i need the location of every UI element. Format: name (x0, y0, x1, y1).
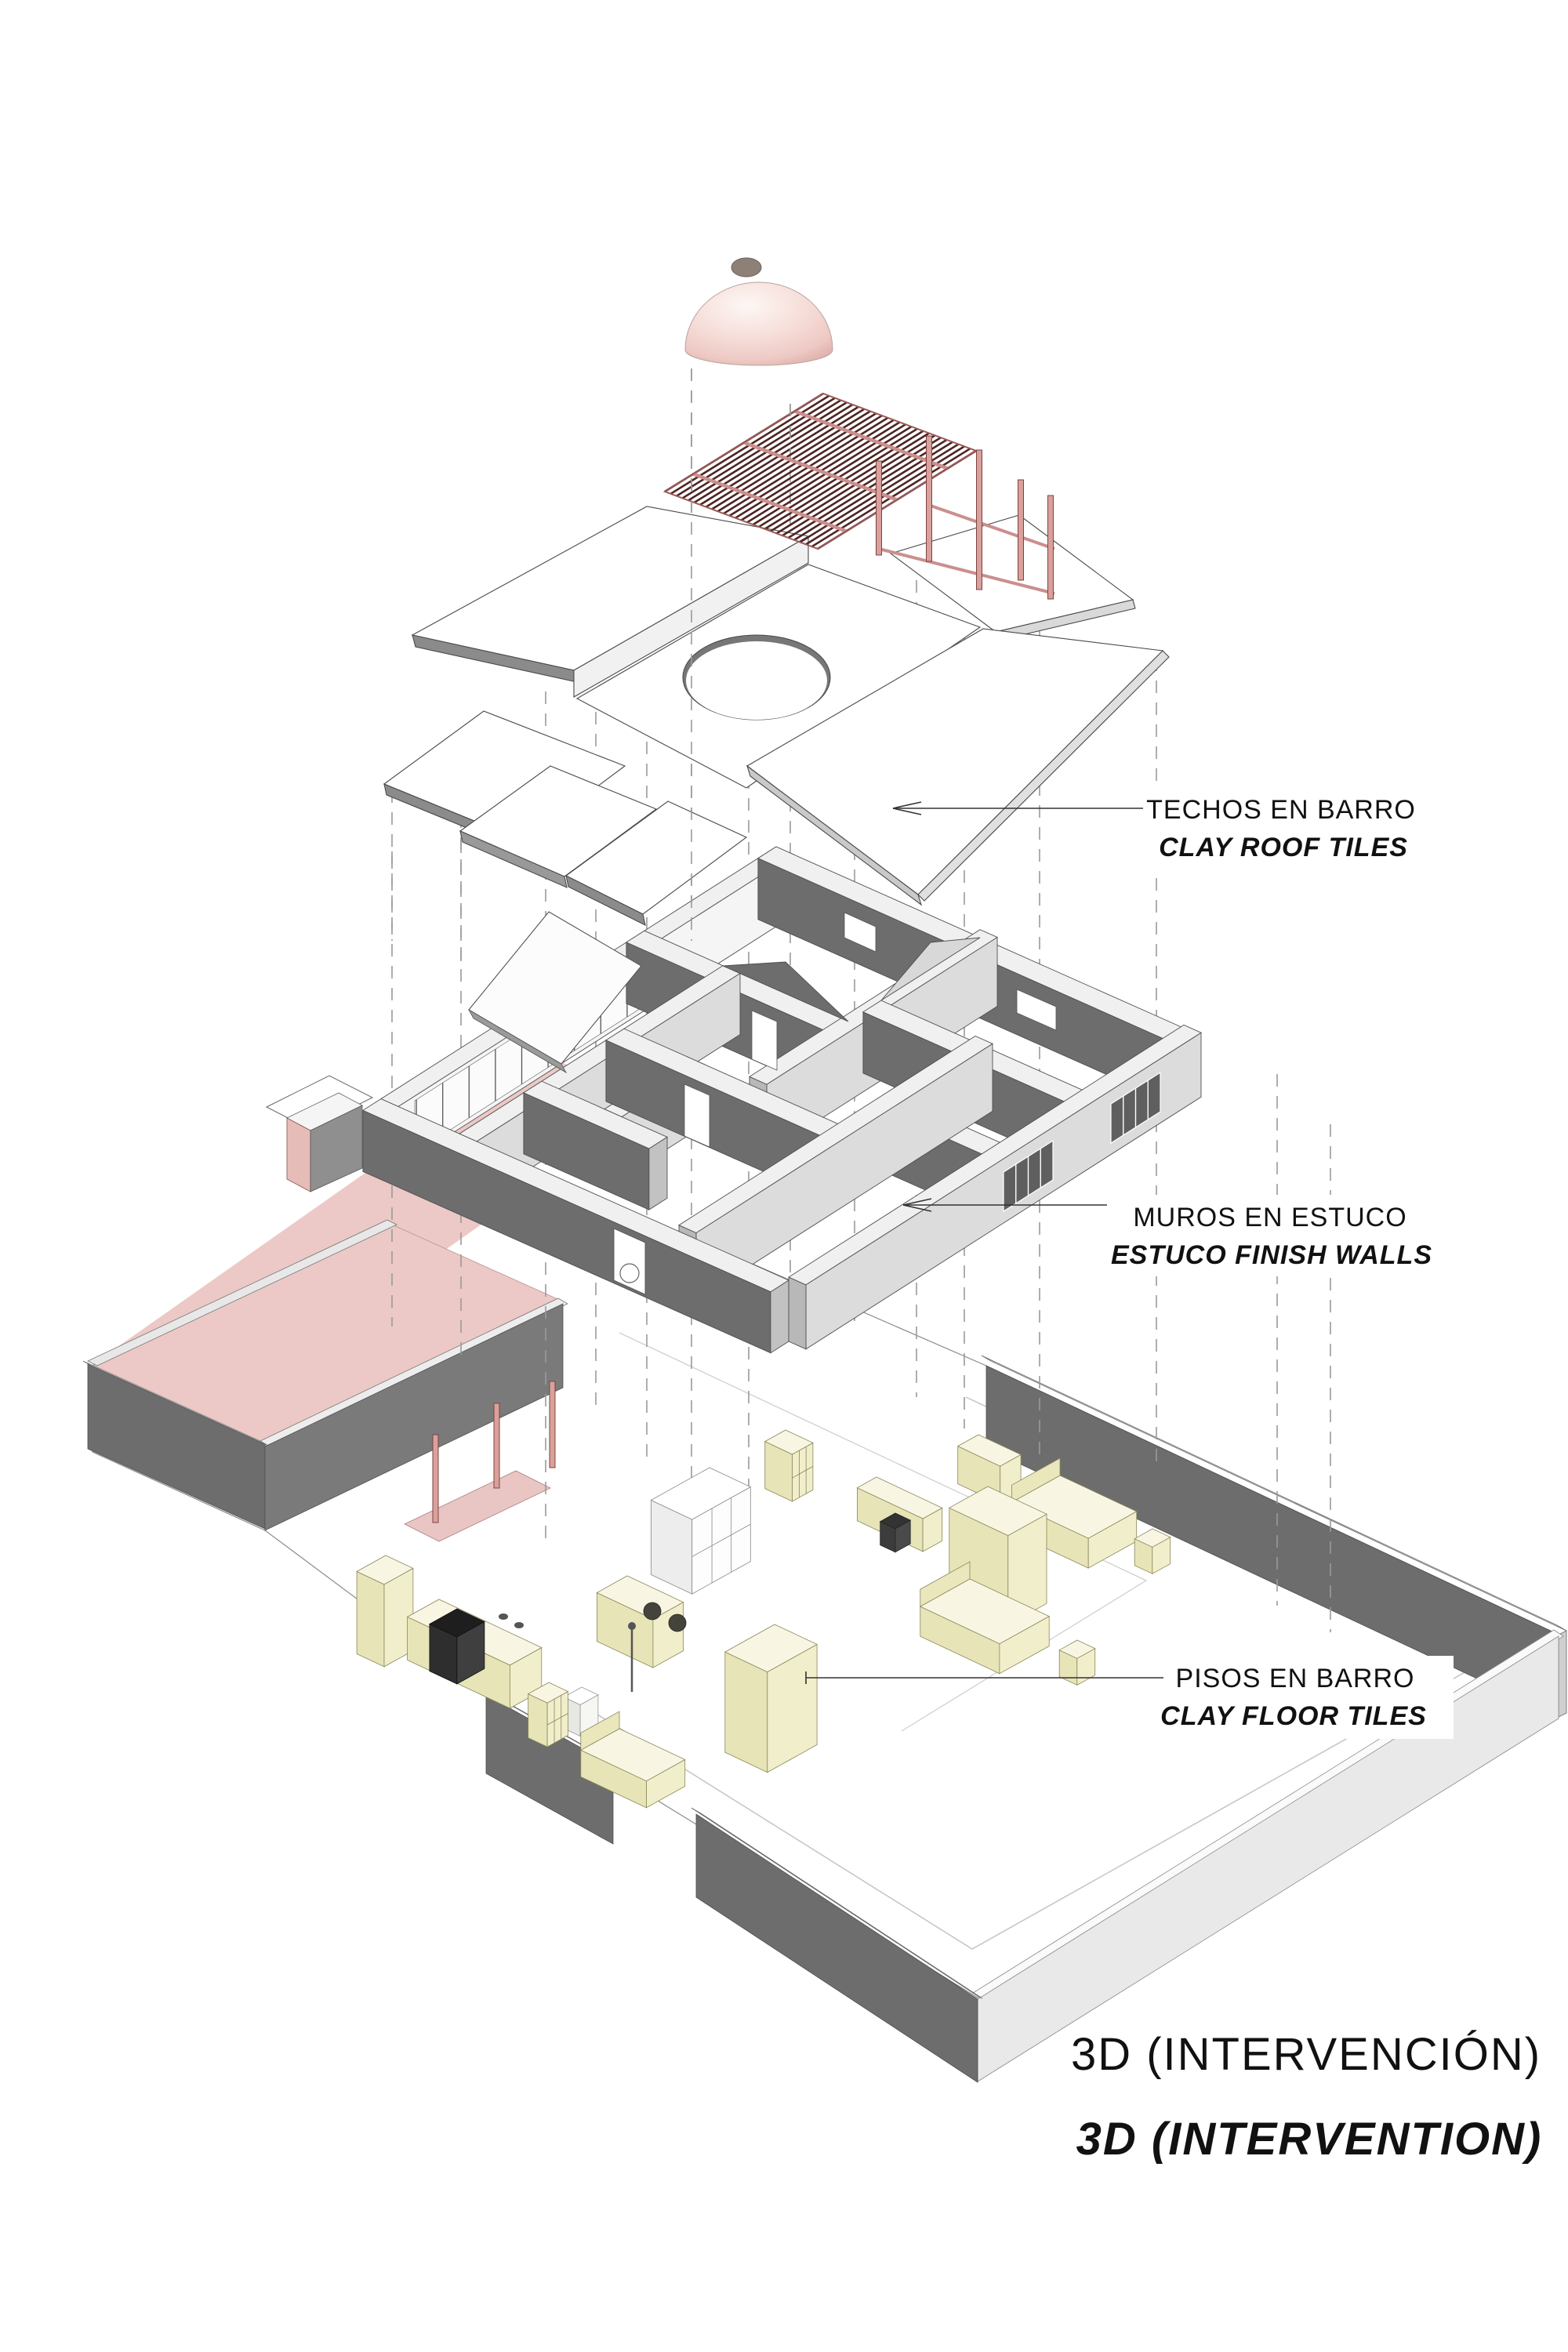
clay-roof-layer (383, 506, 1170, 927)
floor-plan-layer (82, 1127, 1567, 2083)
desk (856, 1476, 943, 1519)
oculus-hole (686, 641, 827, 720)
courtyard-wall-cap (260, 1298, 568, 1447)
pergola-post (1018, 479, 1024, 581)
annex-pink-face (286, 1117, 311, 1192)
courtyard-wall-face (264, 1303, 564, 1531)
office-chair (879, 1512, 912, 1530)
wall-end-cap (648, 1136, 668, 1210)
bed-3-headboard (920, 1561, 971, 1607)
pergola-post (1047, 495, 1054, 600)
bookshelf-white (650, 1467, 752, 1520)
label-background (1163, 1656, 1454, 1739)
door-opening (751, 1010, 778, 1071)
floor-room-line (619, 1332, 1148, 1732)
kitchen-tall-cabinet (356, 1570, 385, 1668)
roof-slab-edge (746, 764, 923, 906)
title-en: 3D (INTERVENTION) (1076, 2114, 1543, 2165)
wall-top (678, 1035, 993, 1234)
label-roof-es: TECHOS EN BARRO (1146, 795, 1416, 825)
annotation-floor-tiles: PISOS EN BARRO CLAY FLOOR TILES (805, 1656, 1454, 1739)
window-opening (1016, 989, 1057, 1031)
bed-1-headboard (580, 1711, 620, 1751)
gable-wall (722, 961, 849, 1022)
roof-slab-edge (917, 650, 1170, 902)
pink-platform (404, 1470, 551, 1542)
wardrobe-2 (948, 1486, 1047, 1537)
stove (429, 1608, 485, 1638)
projection-dashed-overlay (391, 368, 791, 961)
wardrobe-1 (724, 1651, 768, 1773)
dome-layer (684, 257, 833, 366)
dresser (956, 1434, 1022, 1467)
pergola-post (976, 449, 982, 590)
title-es: 3D (INTERVENCIÓN) (1071, 2029, 1541, 2080)
counter-bowl (499, 1613, 508, 1620)
window-opening (844, 912, 877, 953)
walls-layer-details (265, 911, 642, 1192)
pergola-layer (662, 392, 1055, 600)
pergola-rafter (793, 409, 949, 470)
wall-top (522, 1080, 668, 1149)
leader-arrowhead (902, 1198, 932, 1212)
pergola-rafter (743, 441, 898, 502)
roof-slab-edge (459, 830, 568, 888)
furniture-group (356, 1429, 1171, 1809)
porthole-window (619, 1263, 640, 1283)
wall-top (361, 1098, 789, 1293)
pergola-rail (930, 504, 1055, 550)
toilet (563, 1686, 599, 1705)
perimeter-wall-sw-dark-face (695, 1813, 978, 2083)
shower-head (628, 1622, 636, 1630)
counter-bowl (514, 1622, 524, 1628)
wall-end-cap (788, 1276, 807, 1350)
label-floor-es: PISOS EN BARRO (1176, 1664, 1415, 1693)
shelf-small (764, 1429, 814, 1455)
pink-dome (684, 281, 833, 366)
perimeter-wall-sw-dark-face (485, 1694, 614, 1845)
perimeter-wall-ne-end (1558, 1630, 1567, 1718)
washer-dryer-drum (643, 1602, 662, 1621)
roof-slab-edge (565, 874, 646, 927)
label-background (1143, 787, 1425, 869)
sloped-roof-edge (467, 1008, 568, 1074)
pergola-rafter (692, 472, 848, 533)
label-walls-es: MUROS EN ESTUCO (1133, 1203, 1406, 1232)
nightstand-1 (1134, 1528, 1171, 1548)
drawing-title: 3D (INTERVENCIÓN) 3D (INTERVENTION) (1071, 2029, 1543, 2165)
perimeter-wall-cap-sw (691, 1807, 983, 1999)
label-floor-en: CLAY FLOOR TILES (1160, 1701, 1427, 1731)
washer-dryer-drum (668, 1613, 687, 1632)
pergola-post (876, 460, 882, 556)
label-roof-en: CLAY ROOF TILES (1159, 833, 1408, 862)
label-walls-en: ESTUCO FINISH WALLS (1111, 1240, 1432, 1270)
wall-end-cap (770, 1279, 789, 1354)
annex-dark-face (310, 1105, 363, 1192)
bookshelf-white-grid (691, 1523, 751, 1557)
door-opening (684, 1083, 710, 1148)
annotation-stucco-walls: MUROS EN ESTUCO ESTUCO FINISH WALLS (902, 1195, 1436, 1276)
courtyard-wall-cap (87, 1219, 397, 1367)
pergola-post (926, 435, 932, 562)
kitchen-tall-cabinet (356, 1555, 414, 1585)
pergola-canopy-frame (662, 392, 978, 550)
wardrobe-1 (724, 1624, 818, 1673)
nightstand-2 (1058, 1639, 1096, 1659)
bath-shelf-grid (546, 1713, 568, 1726)
gable-wall (880, 937, 981, 1001)
pergola-rail (878, 547, 1055, 595)
shelf-small-grid (792, 1466, 814, 1479)
pink-posts (432, 1381, 556, 1523)
annotation-roof-tiles: TECHOS EN BARRO CLAY ROOF TILES (892, 787, 1425, 869)
bath-shelf (527, 1682, 569, 1704)
bed-2-headboard (1011, 1457, 1061, 1503)
label-background (1107, 1195, 1436, 1276)
wall-top (788, 1024, 1202, 1286)
leader-arrowhead (892, 801, 922, 815)
dome-oculus (731, 257, 762, 278)
